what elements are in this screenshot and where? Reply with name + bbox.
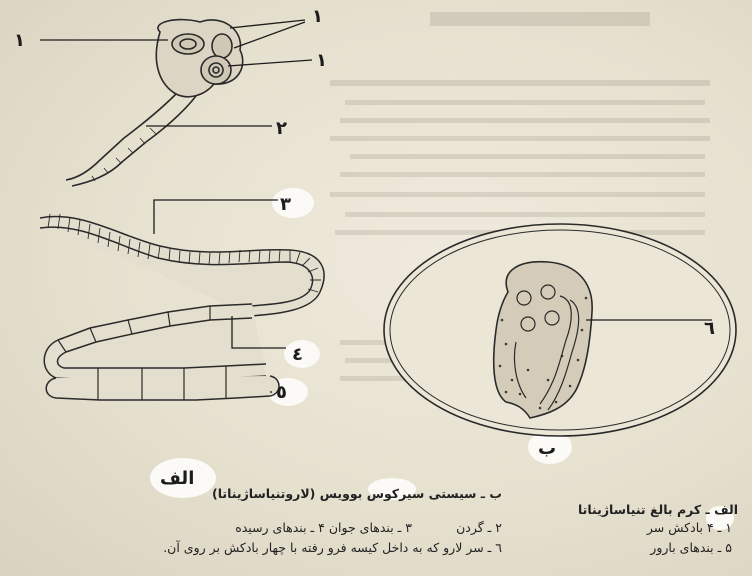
label-1-top: ١ — [312, 6, 323, 27]
label-alef: الف — [160, 468, 194, 489]
cysticercus — [384, 224, 736, 436]
label-6: ٦ — [704, 318, 715, 339]
label-2: ٢ — [276, 118, 287, 139]
label-be: ب — [538, 438, 556, 459]
label-3: ٣ — [280, 194, 291, 215]
caption-b-line1b: ٣ ـ بندهای جوان ۴ ـ بندهای رسیده — [235, 520, 412, 535]
label-1-left: ١ — [14, 30, 25, 51]
caption-b-line2: ٦ ـ سر لارو که به داخل کیسه فرو رفته با … — [163, 540, 502, 555]
caption-a-line1: ١ ـ ۴ بادکش سر — [647, 520, 732, 535]
label-4: ٤ — [292, 344, 303, 365]
caption-a-line2: ۵ ـ بندهای بارور — [650, 540, 732, 555]
scolex — [66, 20, 243, 186]
caption-b-title: ب ـ سیستی سیرکوس بوویس (لاروتنیاساژیناتا… — [212, 486, 502, 501]
label-1-mid: ١ — [316, 50, 327, 71]
caption-a-title: الف ـ کرم بالغ تنیاساژیناتا — [578, 502, 738, 517]
caption-b-line1a: ٢ ـ گردن — [456, 520, 502, 535]
label-5: ٥ — [276, 382, 287, 403]
strobila — [40, 214, 324, 400]
